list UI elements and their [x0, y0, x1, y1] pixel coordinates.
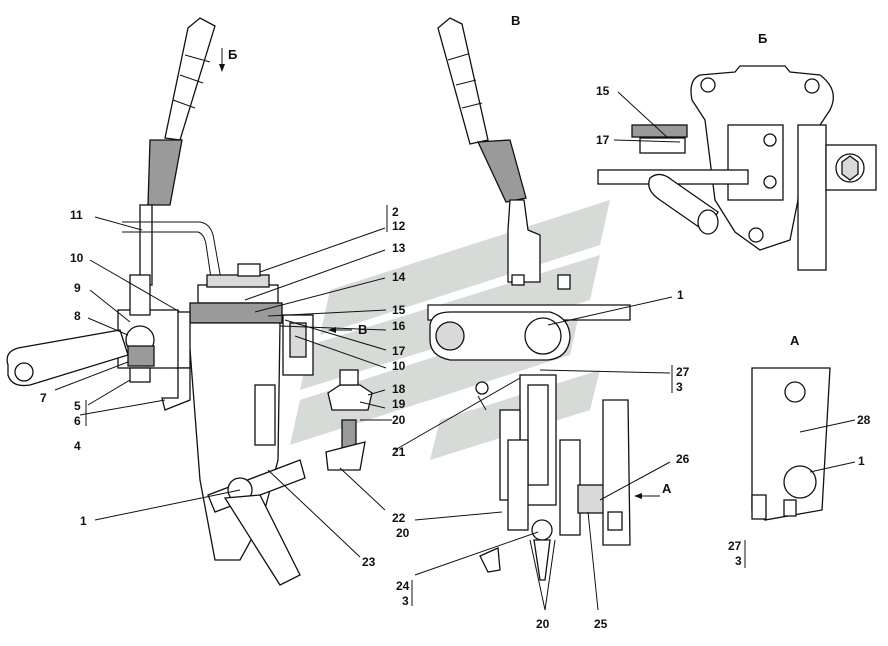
callout-19: 19: [392, 397, 406, 411]
callout-5: 5: [74, 399, 81, 413]
callout-25: 25: [594, 617, 608, 631]
callout-1-mid: 1: [677, 288, 684, 302]
callout-26: 26: [676, 452, 690, 466]
leader-lines: [54, 91, 856, 611]
arrow-b-left: Б: [219, 47, 237, 72]
callout-1-a: 1: [858, 454, 865, 468]
callout-28: 28: [857, 413, 871, 427]
lever-boot-mid: [477, 139, 527, 203]
lever-handle-grip-mid: [437, 17, 489, 145]
callout-8: 8: [74, 309, 81, 323]
callout-15: 15: [392, 303, 406, 317]
callout-11: 11: [70, 208, 83, 222]
callout-10-right: 10: [392, 359, 406, 373]
callout-3-a: 3: [735, 554, 742, 568]
callout-13: 13: [392, 241, 406, 255]
callout-10-left: 10: [70, 251, 84, 265]
lever-boot-left: [147, 139, 183, 206]
view-title-b: Б: [758, 31, 767, 46]
view-a-detail: [751, 367, 831, 521]
callout-14: 14: [392, 270, 406, 284]
callout-17-b: 17: [596, 133, 610, 147]
callout-12: 12: [392, 219, 406, 233]
left-lever-assembly: [6, 17, 373, 586]
view-b-detail: [597, 65, 877, 271]
callout-3-low: 3: [402, 594, 409, 608]
callout-24: 24: [396, 579, 410, 593]
callout-20-bottom: 20: [536, 617, 550, 631]
callout-27-mid: 27: [676, 365, 690, 379]
arrow-a: А: [634, 481, 672, 499]
view-label-v: В: [511, 13, 520, 28]
callout-2: 2: [392, 205, 399, 219]
callout-20-left: 20: [392, 413, 406, 427]
callout-27-a: 27: [728, 539, 742, 553]
callout-20-mid: 20: [396, 526, 410, 540]
arrow-b-label: Б: [228, 47, 237, 62]
callout-17: 17: [392, 344, 406, 358]
middle-lever-assembly: [427, 17, 631, 581]
callout-3-mid: 3: [676, 380, 683, 394]
callout-6: 6: [74, 414, 81, 428]
arrow-a-label: А: [662, 481, 672, 496]
callout-22: 22: [392, 511, 406, 525]
callout-15-b: 15: [596, 84, 610, 98]
lever-rod-left: [139, 204, 153, 286]
callout-7: 7: [40, 391, 47, 405]
callout-1-left: 1: [80, 514, 87, 528]
callout-21: 21: [392, 445, 406, 459]
callout-4: 4: [74, 439, 81, 453]
callout-16: 16: [392, 319, 406, 333]
callout-23: 23: [362, 555, 376, 569]
callout-labels: 2 12 13 14 15 16 17 10 18 19 20 21 22 23…: [40, 84, 871, 631]
callout-9: 9: [74, 281, 81, 295]
arm-left: [6, 329, 129, 387]
callout-18: 18: [392, 382, 406, 396]
view-title-a: А: [790, 333, 800, 348]
